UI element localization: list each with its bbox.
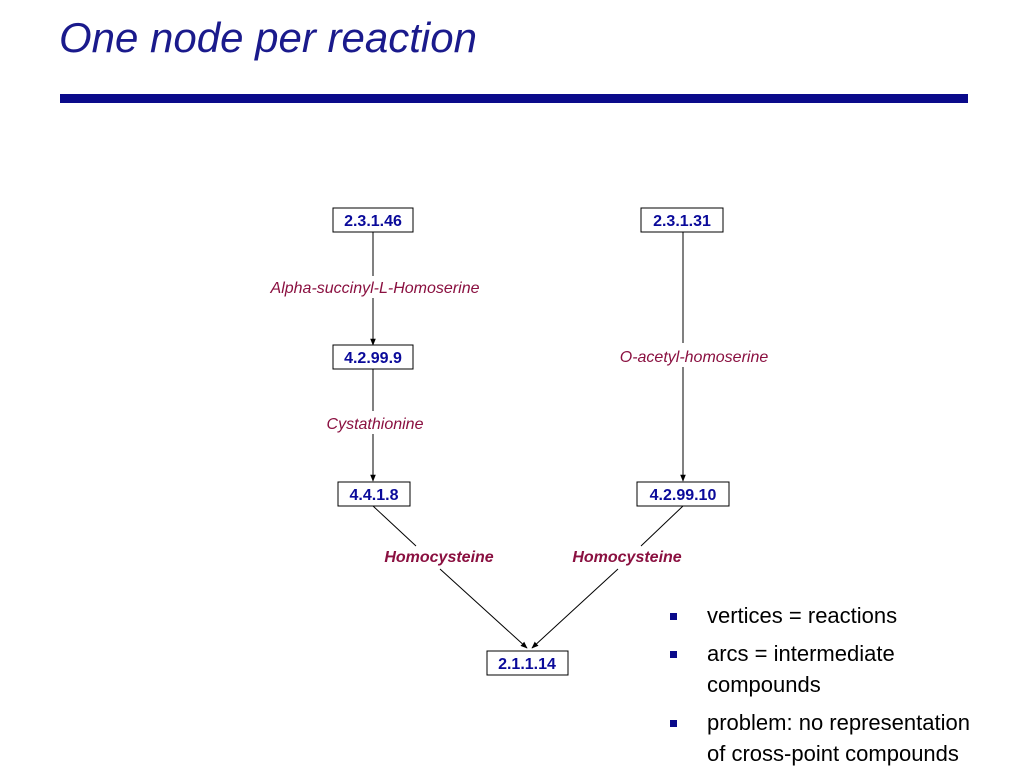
reaction-node-label: 2.3.1.46 [344,213,402,230]
edge-line-4-4-1-8-to-2-1-1-14 [372,505,417,547]
reaction-node: 2.3.1.46 [332,207,414,233]
slide-title: One node per reaction [59,14,477,61]
edge-line-99-10-to-2-1-1-14 [640,505,684,547]
square-bullet-icon [670,651,677,658]
bullet-item: problem: no representation of cross-poin… [668,707,1018,769]
compound-label: Homocysteine [572,549,681,566]
bullet-list: vertices = reactions arcs = intermediate… [668,600,1018,776]
bullet-item: vertices = reactions [668,600,1018,631]
edge-arrow-4-4-1-8-to-2-1-1-14 [439,568,528,649]
bullet-text: vertices = reactions [707,603,898,628]
square-bullet-icon [670,720,677,727]
bullet-text: problem: no representation [707,710,970,735]
reaction-node-label: 2.1.1.14 [498,656,556,673]
bullet-text: compounds [707,672,821,697]
bullet-item: arcs = intermediate compounds [668,638,1018,700]
reaction-node: 4.2.99.9 [332,344,414,370]
reaction-node: 2.1.1.14 [486,650,569,676]
reaction-node-label: 4.4.1.8 [350,487,399,504]
bullet-text: of cross-point compounds [707,741,959,766]
square-bullet-icon [670,613,677,620]
edge-arrow-99-10-to-2-1-1-14 [531,568,619,649]
compound-label: Homocysteine [384,549,493,566]
compound-label: O-acetyl-homoserine [620,349,769,366]
compound-label: Cystathionine [327,416,424,433]
compound-label: Alpha-succinyl-L-Homoserine [270,280,480,297]
reaction-node: 2.3.1.31 [640,207,724,233]
reaction-node-label: 4.2.99.9 [344,350,402,367]
title-underline [60,94,968,103]
reaction-node-label: 4.2.99.10 [650,487,717,504]
reaction-node: 4.4.1.8 [337,481,411,507]
reaction-node-label: 2.3.1.31 [653,213,711,230]
reaction-node: 4.2.99.10 [636,481,730,507]
bullet-text: arcs = intermediate [707,641,895,666]
